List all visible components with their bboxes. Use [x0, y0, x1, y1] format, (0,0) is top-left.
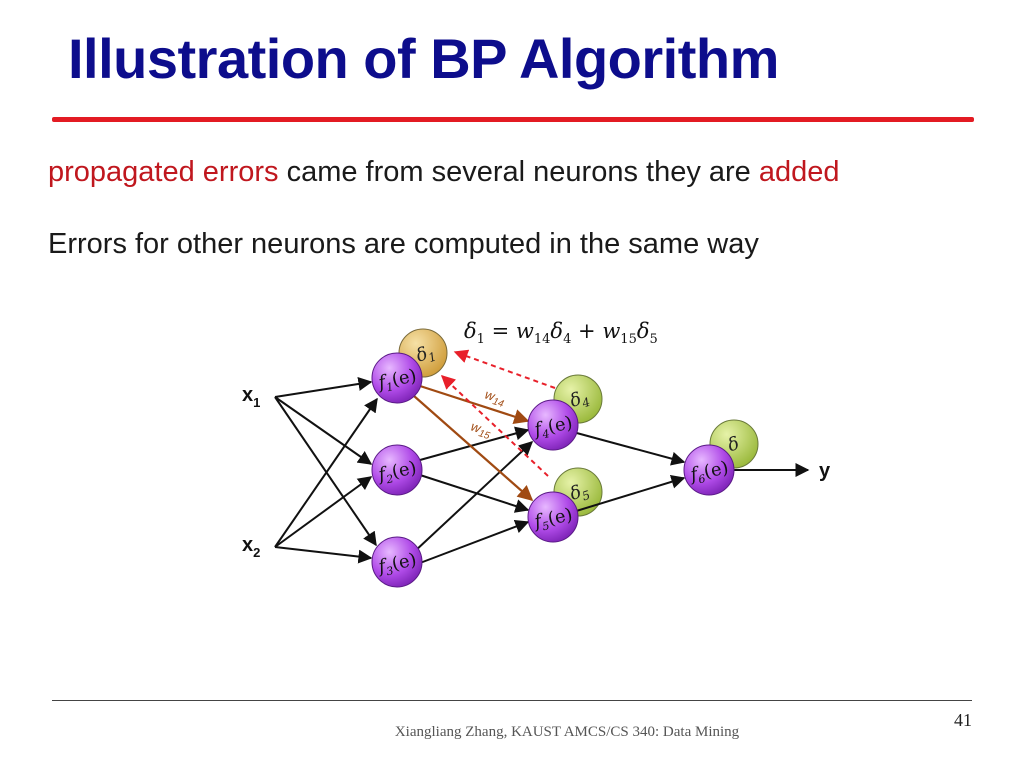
error-formula: δ1 = w14δ4 + w15δ5 [464, 319, 658, 347]
edge-x1-f2 [274, 396, 373, 465]
edge-x1-f1 [274, 377, 373, 398]
edge-f1-f4-w14 [419, 384, 530, 425]
input-connections [274, 377, 378, 564]
footer-credit: Xiangliang Zhang, KAUST AMCS/CS 340: Dat… [394, 724, 740, 740]
edge-f4-f6 [572, 431, 686, 466]
footer-divider [52, 700, 972, 701]
hidden-connections [413, 426, 810, 564]
edge-f5-f6 [572, 474, 686, 513]
neuron-f2: f2(e) [371, 444, 423, 496]
edge-x2-f3 [274, 546, 373, 564]
bullet-line-2: Errors for other neurons are computed in… [48, 228, 759, 260]
output-label-y: y [819, 460, 831, 482]
input-label-x2: x2 [242, 534, 260, 560]
edge-x1-f3 [274, 396, 377, 547]
weighted-edges [413, 384, 534, 502]
neuron-f3: f3(e) [371, 536, 423, 588]
error-edge-delta5-delta1 [440, 375, 549, 477]
error-propagation-edges [440, 349, 556, 477]
error-edge-delta4-delta1 [453, 349, 556, 389]
weight-label-w15: w15 [468, 419, 493, 443]
weight-label-w14: w14 [482, 387, 507, 411]
neuron-f4: f4(e) [527, 399, 579, 451]
neuron-f1: f1(e) [371, 352, 423, 404]
edge-x2-f2 [274, 476, 373, 548]
edge-f1-f5-w15 [413, 395, 534, 502]
neuron-f6: f6(e) [683, 444, 735, 496]
title-underline [52, 117, 974, 122]
edge-f2-f5 [419, 474, 530, 513]
edge-f2-f4 [419, 426, 530, 461]
svg-text:f2(e): f2(e) [375, 457, 419, 488]
neuron-f5: f5(e) [527, 491, 579, 543]
edge-f3-f4 [413, 441, 534, 553]
bp-network-diagram: δ1 = w14δ4 + w15δ5 δ1 δ4 δ5 δ [242, 319, 831, 588]
bullet-line-1: propagated errors came from several neur… [48, 156, 840, 189]
highlight-propagated-errors: propagated errors [48, 156, 279, 188]
edge-f3-f5 [419, 519, 530, 564]
slide-title: Illustration of BP Algorithm [68, 27, 779, 90]
edge-x2-f1 [274, 397, 378, 548]
input-label-x1: x1 [242, 384, 260, 410]
line1-middle-text: came from several neurons they are [278, 156, 759, 188]
page-number: 41 [954, 710, 972, 730]
highlight-added: added [758, 156, 840, 188]
